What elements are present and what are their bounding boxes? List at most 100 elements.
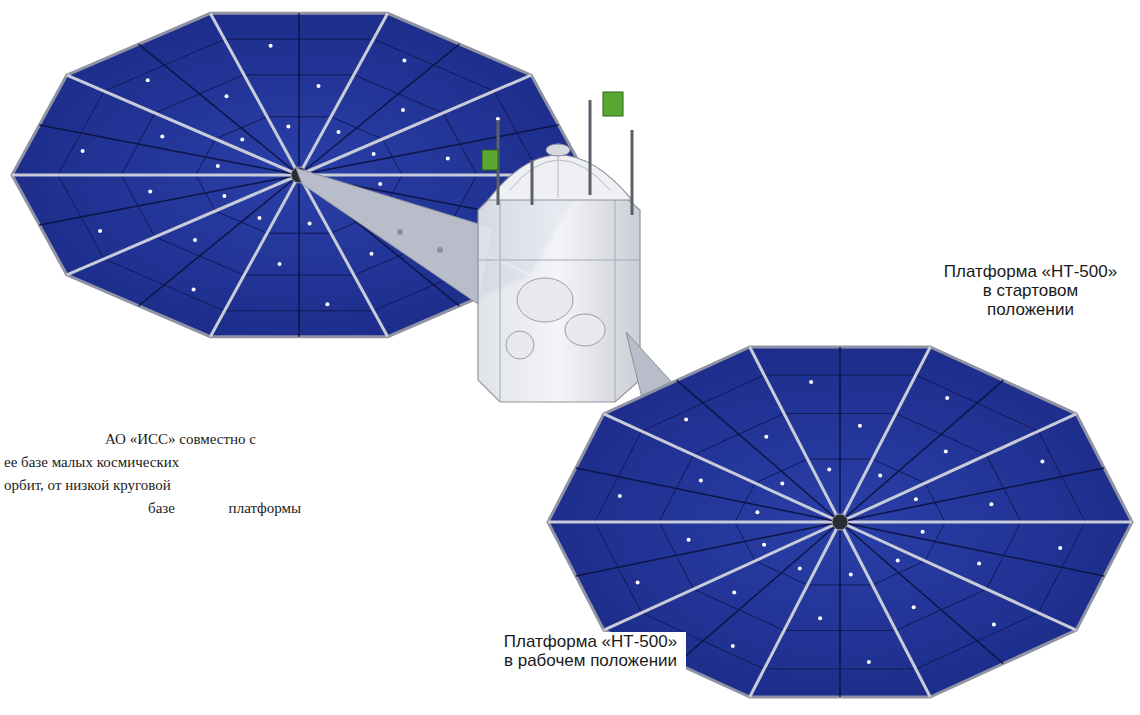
panel-dot (269, 44, 273, 48)
panel-dot (977, 562, 981, 566)
panel-dot (222, 194, 226, 198)
panel-seam (299, 44, 459, 175)
panel-dot (732, 591, 736, 595)
panel-dot (278, 262, 282, 266)
panel-seam (299, 125, 559, 175)
panel-seam (840, 522, 1104, 576)
panel-dot (258, 216, 262, 220)
panel-spar (210, 175, 299, 337)
panel-dot (98, 229, 102, 233)
panel-spar (299, 13, 388, 175)
panel-spar (210, 13, 299, 175)
panel-dot (216, 164, 220, 168)
panel-spar (840, 347, 930, 522)
panel-seam (139, 175, 299, 306)
panel-dot (286, 125, 290, 129)
panel-dot (684, 417, 688, 421)
panel-seam (576, 522, 840, 576)
panel-dot (325, 302, 329, 306)
panel-dot (81, 149, 85, 153)
panel-dot (992, 623, 996, 627)
panel-dot (827, 468, 831, 472)
panel-seam (839, 522, 841, 697)
panel-dot (160, 135, 164, 139)
panel-dot (146, 78, 150, 82)
panel-spar (67, 75, 299, 175)
panel-dot (762, 543, 766, 547)
panel-dot (308, 222, 312, 226)
panel-dot (401, 108, 405, 112)
panel-seam (139, 44, 299, 175)
panel-spar (67, 175, 299, 275)
panel-dot (1040, 459, 1044, 463)
panel-spar (840, 414, 1076, 522)
panel-spar (299, 75, 531, 175)
panel-dot (636, 581, 640, 585)
panel-dot (446, 157, 450, 161)
panel-dot (912, 605, 916, 609)
panel-dot (378, 182, 382, 186)
panel-seam (677, 380, 840, 522)
panel-dot (1058, 546, 1062, 550)
spacecraft-body (478, 92, 640, 402)
callout-label: Платформа «НТ-500» в стартовом положении (938, 262, 1123, 319)
panel-dot (780, 482, 784, 486)
panel-dot (921, 530, 925, 534)
panel-spar (840, 522, 1076, 630)
panel-dot (699, 478, 703, 482)
body-text: базе платформы (148, 497, 301, 519)
panel-dot (867, 660, 871, 664)
panel-dot (731, 644, 735, 648)
panel-dot (240, 138, 244, 142)
panel-seam (576, 468, 840, 522)
body-text: АО «ИСС» совместно с (105, 428, 256, 450)
panel-dot (896, 559, 900, 563)
panel-dot (858, 424, 862, 428)
panel-spar (12, 174, 299, 177)
panel-spar (548, 521, 840, 524)
panel-dot (989, 502, 993, 506)
panel-spar (750, 522, 840, 697)
panel-seam (839, 347, 841, 522)
panel-dot (192, 288, 196, 292)
panel-dot (370, 252, 374, 256)
panel-spar (750, 347, 840, 522)
body-text: ее базе малых космических (4, 451, 179, 473)
panel-dot (798, 567, 802, 571)
panel-seam (840, 468, 1104, 522)
panel-seam (840, 380, 1003, 522)
panel-dot (945, 396, 949, 400)
panel-dot (687, 538, 691, 542)
panel-spar (604, 414, 840, 522)
panel-dot (764, 435, 768, 439)
panel-seam (298, 13, 300, 175)
panel-dot (372, 152, 376, 156)
boom (296, 168, 492, 304)
panel-dot (337, 130, 341, 134)
panel-dot (849, 573, 853, 577)
panel-seam (39, 175, 299, 225)
panel-dot (878, 474, 882, 478)
panel-seam (677, 522, 840, 664)
panel-dot (193, 238, 197, 242)
panel-seam (840, 522, 1003, 664)
panel-dot (148, 190, 152, 194)
panel-spar (840, 522, 930, 697)
panel-dot (402, 59, 406, 63)
panel-dot (809, 380, 813, 384)
panel-seam (298, 175, 300, 337)
callout-label: Платформа «НТ-500» в рабочем положении (495, 632, 686, 670)
panel-hub (832, 514, 848, 530)
panel-dot (618, 494, 622, 498)
body-text: орбит, от низкой круговой (4, 474, 171, 496)
panel-dot (225, 94, 229, 98)
panel-spar (604, 522, 840, 630)
panel-seam (39, 125, 299, 175)
panel-dot (818, 616, 822, 620)
panel-dot (944, 450, 948, 454)
panel-spar (840, 521, 1132, 524)
panel-dot (317, 84, 321, 88)
panel-dot (914, 497, 918, 501)
panel-dot (755, 510, 759, 514)
